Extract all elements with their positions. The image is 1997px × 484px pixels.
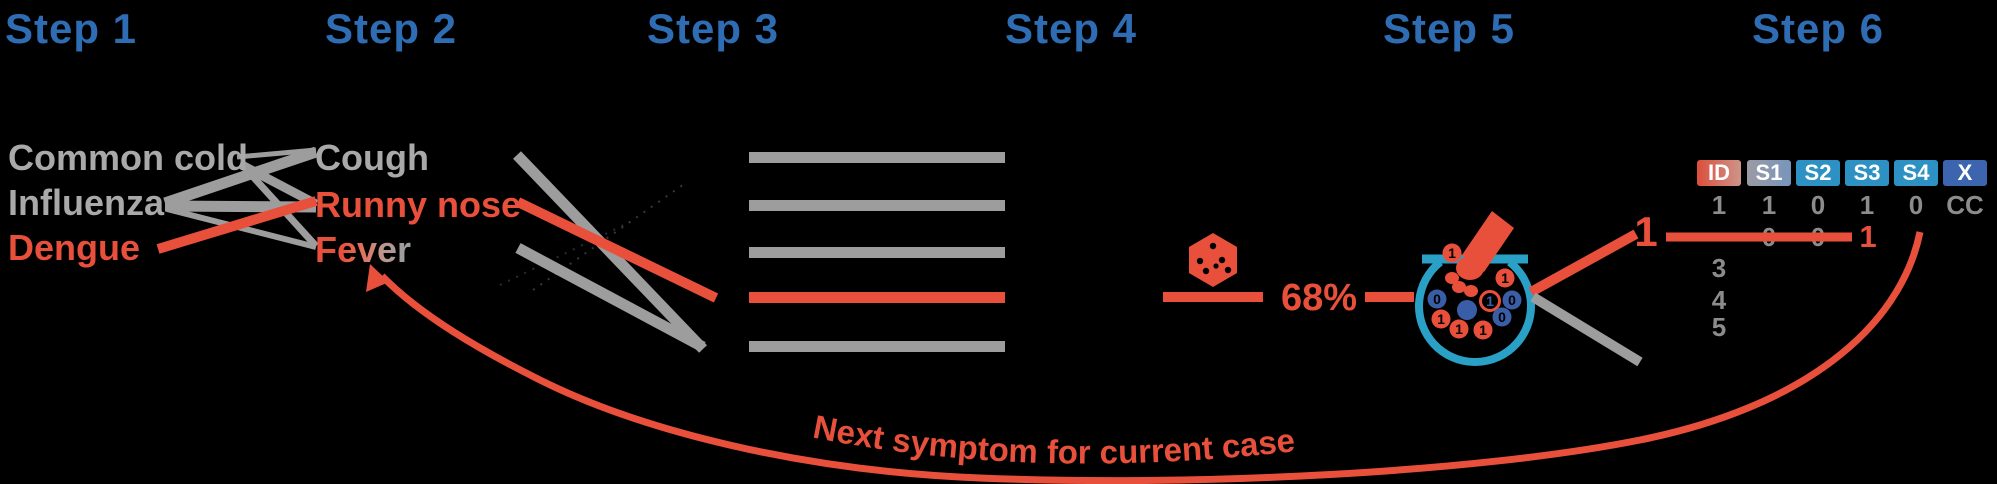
cell-r1-s4: 0 xyxy=(1908,190,1924,220)
svg-text:0: 0 xyxy=(1508,292,1516,308)
token-red-2: 1 xyxy=(1495,268,1515,288)
draw-success-line xyxy=(1528,229,1639,297)
token-blue-1: 0 xyxy=(1427,289,1447,309)
token-red-4: 1 xyxy=(1449,319,1469,339)
step-title-2: Step 2 xyxy=(325,5,458,52)
probability-value: 68% xyxy=(1281,277,1358,319)
cell-r3-id: 3 xyxy=(1711,253,1727,283)
sequence-bar-3 xyxy=(749,247,1005,258)
column-header-id: ID xyxy=(1697,160,1741,186)
token-blue-solid xyxy=(1457,300,1477,320)
dice-icon xyxy=(1189,233,1237,287)
sequence-bar-2 xyxy=(749,200,1005,211)
svg-text:0: 0 xyxy=(1433,291,1441,307)
sequence-bar-1 xyxy=(749,152,1005,163)
token-red-1: 1 xyxy=(1442,243,1462,263)
svg-text:1: 1 xyxy=(1479,322,1487,338)
cell-r1-s3: 1 xyxy=(1859,190,1875,220)
disease-label-common-cold: Common cold xyxy=(8,137,248,178)
token-red-5: 1 xyxy=(1473,320,1493,340)
loop-arrow-curve xyxy=(379,231,1924,484)
cell-r4-id: 4 xyxy=(1711,285,1727,315)
svg-text:1: 1 xyxy=(1437,311,1445,327)
cell-r1-s1: 1 xyxy=(1761,190,1777,220)
draw-discard-line xyxy=(1530,292,1643,367)
cell-r5-id: 5 xyxy=(1711,312,1727,342)
svg-text:1: 1 xyxy=(1455,321,1463,337)
svg-text:1: 1 xyxy=(1501,270,1509,286)
edge-influenza-cough xyxy=(163,146,318,209)
loop-arrowhead xyxy=(366,264,389,292)
step-title-4: Step 4 xyxy=(1005,5,1138,52)
cell-r1-x: CC xyxy=(1946,190,1984,220)
loop-label: Next symptom for current case xyxy=(810,408,1296,471)
column-header-s4: S4 xyxy=(1894,160,1938,186)
column-header-s3: S3 xyxy=(1845,160,1889,186)
column-header-s1: S1 xyxy=(1747,160,1791,186)
edge-fever-bar xyxy=(515,243,706,352)
column-header-s2: S2 xyxy=(1796,160,1840,186)
sequence-bars xyxy=(749,152,1005,352)
token-red-3: 1 xyxy=(1431,309,1451,329)
token-blue-2: 0 xyxy=(1502,290,1522,310)
current-symptom-bar xyxy=(749,292,1005,303)
cell-r1-s2: 0 xyxy=(1810,190,1826,220)
symptom-label-runny-nose: Runny nose xyxy=(315,184,522,225)
placed-token-value: 1 xyxy=(1859,219,1877,254)
step-title-6: Step 6 xyxy=(1752,5,1885,52)
svg-text:1: 1 xyxy=(1448,245,1456,261)
token-blue-3: 0 xyxy=(1492,307,1512,327)
edge-faint-2 xyxy=(499,221,631,286)
step-title-5: Step 5 xyxy=(1383,5,1516,52)
drawn-token-value: 1 xyxy=(1634,208,1658,255)
symptom-label-fever: Fever xyxy=(315,229,412,270)
step-title-3: Step 3 xyxy=(647,5,780,52)
token-highlighted: 1 xyxy=(1479,290,1501,312)
column-header-x: X xyxy=(1943,160,1987,186)
disease-label-influenza: Influenza xyxy=(8,182,165,223)
edge-dengue-runnynose xyxy=(156,196,318,254)
edge-runnynose-currentbar xyxy=(515,197,719,303)
svg-text:0: 0 xyxy=(1498,309,1506,325)
step-title-1: Step 1 xyxy=(5,5,138,52)
bowl-tokens: 1 1 0 1 1 1 1 0 0 xyxy=(1427,243,1522,340)
svg-text:1: 1 xyxy=(1486,293,1494,309)
cell-r1-id: 1 xyxy=(1711,190,1727,220)
symptom-label-cough: Cough xyxy=(315,137,429,178)
hand-icon xyxy=(1445,211,1514,297)
sequence-bar-5 xyxy=(749,341,1005,352)
disease-label-dengue: Dengue xyxy=(8,227,141,268)
